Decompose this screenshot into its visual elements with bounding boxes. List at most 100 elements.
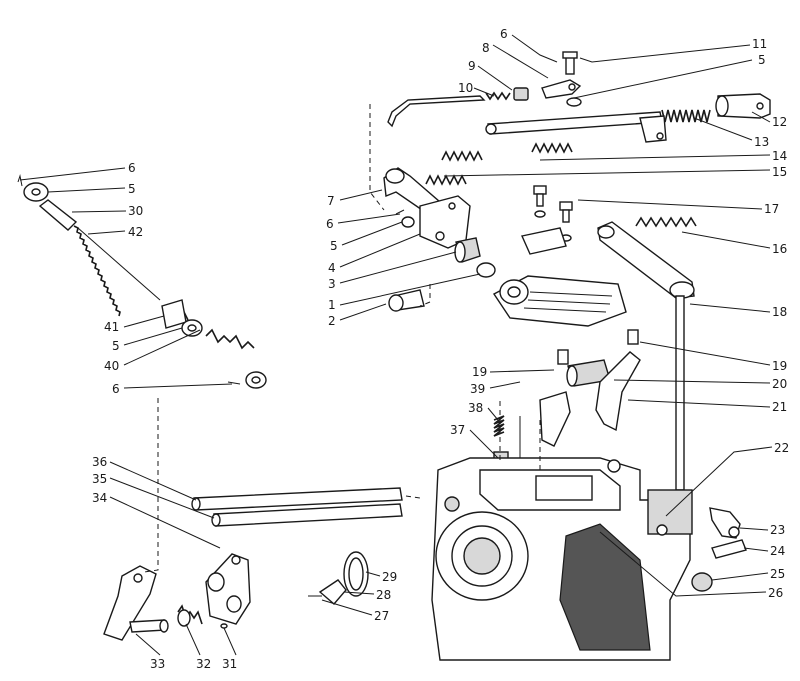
cotter-pin-6-lever bbox=[395, 209, 405, 215]
callout-19: 19 bbox=[472, 365, 487, 379]
rod-13 bbox=[487, 111, 663, 135]
bracket-28 bbox=[318, 579, 347, 605]
callout-36: 36 bbox=[92, 455, 107, 469]
washer-5-mid-hole bbox=[187, 324, 197, 332]
spring-14b bbox=[531, 142, 573, 154]
nut-22 bbox=[607, 459, 621, 473]
guide-rods-housing bbox=[405, 495, 421, 499]
callout-39: 39 bbox=[470, 382, 485, 396]
callout-24: 24 bbox=[770, 544, 785, 558]
pedal-ridges bbox=[523, 291, 613, 313]
callout-16: 16 bbox=[772, 242, 787, 256]
callout-25: 25 bbox=[770, 567, 785, 581]
bracket-4-hole bbox=[435, 231, 445, 241]
bushing-30 bbox=[38, 199, 78, 231]
fork-inner bbox=[539, 391, 571, 447]
lever-18-eye bbox=[597, 225, 615, 239]
callout-26: 26 bbox=[768, 586, 783, 600]
plunger-32-head bbox=[177, 609, 191, 627]
callout-15: 15 bbox=[772, 165, 787, 179]
guide-rod10-lever bbox=[369, 104, 385, 211]
gearbox-side-hole bbox=[656, 524, 668, 536]
bolt-17a-head bbox=[533, 185, 547, 195]
callout-1: 1 bbox=[328, 298, 336, 312]
clevis-12-hole bbox=[756, 102, 764, 110]
spring-40 bbox=[205, 328, 255, 350]
callout-5: 5 bbox=[758, 53, 766, 67]
cover-34-hole bbox=[231, 555, 241, 565]
nut-9 bbox=[513, 87, 529, 101]
callout-40: 40 bbox=[104, 359, 119, 373]
pedal-hub-bore bbox=[507, 286, 521, 298]
callout-42: 42 bbox=[128, 225, 143, 239]
plug-25 bbox=[691, 572, 713, 592]
callout-6: 6 bbox=[326, 217, 334, 231]
rod-13-end bbox=[485, 123, 497, 135]
callout-35: 35 bbox=[92, 472, 107, 486]
lever-33-pin-end bbox=[159, 619, 169, 633]
bolt-19a bbox=[557, 349, 569, 365]
cover-34-bore-b bbox=[226, 595, 242, 613]
callout-32: 32 bbox=[196, 657, 211, 671]
pedal-pin-2-head bbox=[388, 294, 404, 312]
pin-24 bbox=[711, 539, 747, 559]
callout-17: 17 bbox=[764, 202, 779, 216]
fork-21 bbox=[595, 351, 641, 432]
callout-2: 2 bbox=[328, 314, 336, 328]
pin-11 bbox=[565, 55, 575, 75]
callout-8: 8 bbox=[482, 41, 490, 55]
threaded-rod-42 bbox=[73, 225, 121, 317]
spring-15 bbox=[425, 174, 467, 186]
callout-41: 41 bbox=[104, 320, 119, 334]
lever-23-hole bbox=[728, 526, 740, 538]
callout-6: 6 bbox=[500, 27, 508, 41]
shift-rod-36-end bbox=[191, 497, 201, 511]
callout-23: 23 bbox=[770, 523, 785, 537]
spring-38 bbox=[493, 415, 505, 437]
callout-5: 5 bbox=[112, 339, 120, 353]
rod-10 bbox=[387, 95, 486, 128]
callout-labels: 6 11 8 5 9 10 12 13 14 15 17 16 18 19 19… bbox=[92, 27, 789, 671]
ring-29-inner bbox=[348, 557, 364, 591]
lever-7-hub bbox=[385, 168, 405, 184]
spring-16 bbox=[635, 216, 697, 228]
bolt-19b bbox=[627, 329, 639, 345]
callout-30: 30 bbox=[128, 204, 143, 218]
callout-33: 33 bbox=[150, 657, 165, 671]
shaft-18 bbox=[675, 295, 685, 491]
cotter-pin-6-mid bbox=[227, 381, 241, 385]
bushing-3-end bbox=[454, 241, 466, 263]
shift-rod-35-end bbox=[211, 513, 221, 527]
callout-12: 12 bbox=[772, 115, 787, 129]
callout-34: 34 bbox=[92, 491, 107, 505]
gearbox-top-opening bbox=[535, 475, 593, 501]
callout-13: 13 bbox=[754, 135, 769, 149]
callout-4: 4 bbox=[328, 261, 336, 275]
callout-9: 9 bbox=[468, 59, 476, 73]
gearbox-bore bbox=[463, 537, 501, 575]
bracket-4-hole2 bbox=[448, 202, 456, 210]
washer-5-top bbox=[566, 97, 582, 107]
clevis-12-end bbox=[715, 95, 729, 117]
callout-29: 29 bbox=[382, 570, 397, 584]
gearbox-side-boss bbox=[647, 489, 693, 535]
callout-37: 37 bbox=[450, 423, 465, 437]
gearbox-boss bbox=[444, 496, 460, 512]
washer-17a bbox=[534, 210, 546, 218]
callout-10: 10 bbox=[458, 81, 473, 95]
lever-33-hole bbox=[133, 573, 143, 583]
washer-40-end-hole bbox=[251, 376, 261, 384]
lever-18 bbox=[597, 221, 695, 299]
ring-1 bbox=[476, 262, 496, 278]
bracket-hole bbox=[656, 132, 664, 140]
callout-27: 27 bbox=[374, 609, 389, 623]
ring-31 bbox=[220, 623, 228, 629]
pin-11-head bbox=[562, 51, 578, 59]
callout-18: 18 bbox=[772, 305, 787, 319]
cover-34-bore-a bbox=[207, 572, 225, 592]
callout-11: 11 bbox=[752, 37, 767, 51]
washer-5-left-hole bbox=[31, 188, 41, 196]
callout-20: 20 bbox=[772, 377, 787, 391]
bolt-17b-shank bbox=[562, 209, 570, 223]
callout-5: 5 bbox=[330, 239, 338, 253]
